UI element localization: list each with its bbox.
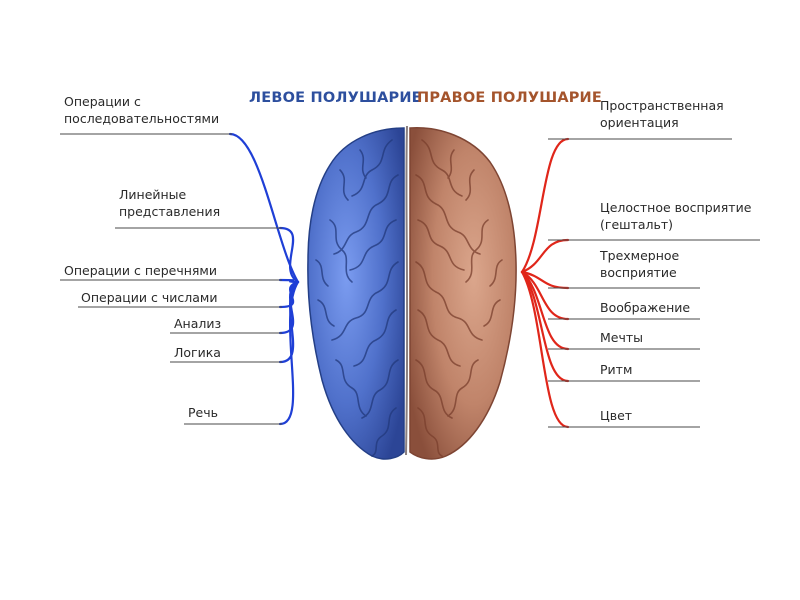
left-connector — [278, 278, 300, 284]
brain-left-hemisphere-icon — [307, 127, 405, 460]
right-connector — [520, 137, 570, 274]
left-connector — [278, 280, 300, 426]
right-connector — [520, 270, 570, 351]
left-connector — [278, 226, 300, 284]
left-label-logic: Логика — [174, 345, 221, 360]
right-label-rhythm: Ритм — [600, 362, 633, 377]
left-label-lists: Операции с перечнями — [64, 263, 217, 278]
right-label-gestalt: Целостное восприятие (гештальт) — [600, 200, 752, 232]
right-label-imagination: Воображение — [600, 300, 691, 315]
left-hemisphere-title: ЛЕВОЕ ПОЛУШАРИЕ — [249, 90, 422, 106]
left-label-numbers: Операции с числами — [81, 290, 218, 305]
left-connector — [278, 280, 300, 364]
brain-right-hemisphere-icon — [409, 127, 517, 460]
right-connector — [520, 270, 570, 429]
right-label-3d: Трехмерное восприятие — [600, 248, 680, 280]
left-label-speech: Речь — [188, 405, 218, 420]
longitudinal-fissure — [405, 125, 409, 456]
left-connector — [228, 132, 300, 284]
right-connector — [520, 270, 570, 321]
right-connector-lines — [520, 137, 570, 429]
left-label-sequences: Операции с последовательностями — [64, 94, 220, 126]
label-underlines — [60, 133, 760, 428]
left-label-linear: Линейные представления — [119, 187, 221, 219]
right-label-color: Цвет — [600, 408, 633, 423]
right-connector — [520, 270, 570, 383]
right-label-spatial: Пространственная ориентация — [600, 98, 724, 130]
left-label-analysis: Анализ — [174, 316, 222, 331]
right-connector — [520, 238, 570, 274]
right-label-dreams: Мечты — [600, 330, 644, 345]
right-hemisphere-title: ПРАВОЕ ПОЛУШАРИЕ — [417, 90, 603, 106]
left-connector-lines — [228, 132, 300, 426]
